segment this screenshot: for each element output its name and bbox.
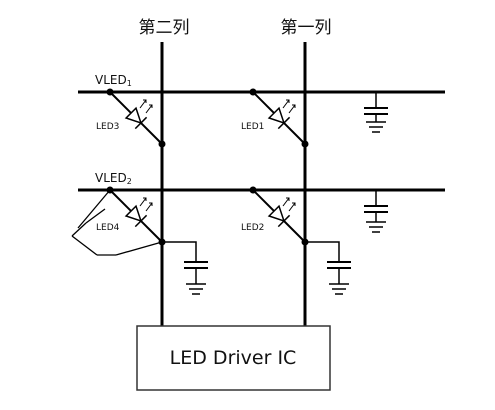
light-emission-icon xyxy=(282,99,296,114)
led-driver-ic-box xyxy=(136,325,331,391)
led2-label: LED2 xyxy=(241,223,264,233)
led2-diode xyxy=(252,189,306,243)
junction-dot xyxy=(158,140,166,148)
junction-dot xyxy=(301,140,309,148)
led3-label: LED3 xyxy=(96,122,119,132)
led4-diode xyxy=(109,189,163,243)
row2-capacitor-ground xyxy=(364,190,388,233)
column1-capacitor-ground xyxy=(305,241,351,295)
led3-diode xyxy=(109,91,163,145)
led4-label: LED4 xyxy=(96,223,120,233)
column-label-1: 第一列 xyxy=(281,18,332,38)
junction-dot xyxy=(106,186,114,194)
junction-dot xyxy=(249,88,257,96)
vled1-label: VLED1 xyxy=(95,73,132,88)
light-emission-icon xyxy=(282,197,296,212)
led4-parasitic-capacitor xyxy=(71,189,163,256)
led1-diode xyxy=(252,91,306,145)
column2-capacitor-ground xyxy=(162,241,208,295)
led-driver-ic-label: LED Driver IC xyxy=(170,347,297,369)
junction-dot xyxy=(106,88,114,96)
junction-dot xyxy=(249,186,257,194)
column-label-2: 第二列 xyxy=(139,18,190,38)
led1-label: LED1 xyxy=(241,122,264,132)
light-emission-icon xyxy=(139,99,153,114)
row1-capacitor-ground xyxy=(364,92,388,133)
light-emission-icon xyxy=(139,197,153,212)
vled2-label: VLED2 xyxy=(95,171,132,186)
